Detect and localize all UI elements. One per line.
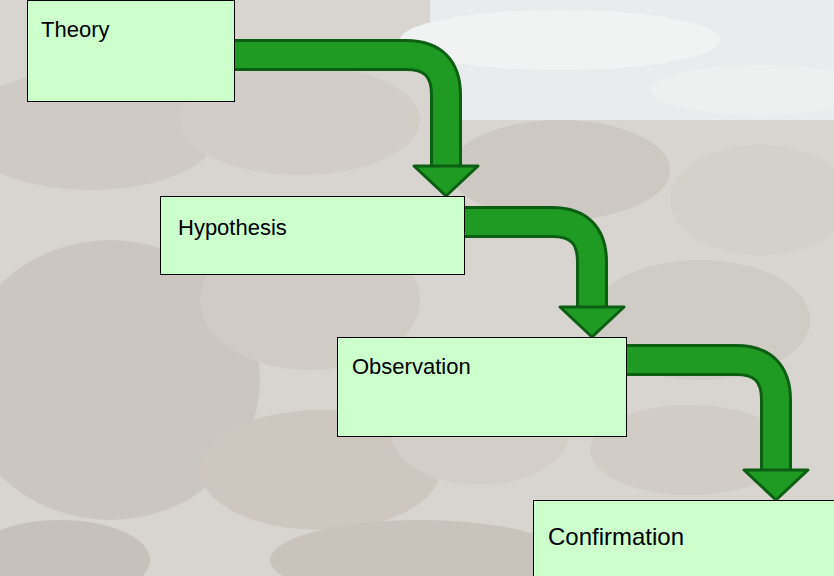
box-label: Confirmation [548,523,684,552]
process-box: Hypothesis [160,196,465,275]
flow-arrow [235,55,478,196]
process-box: Confirmation [533,500,834,576]
flow-arrow [465,222,624,337]
box-label: Observation [352,354,471,380]
process-box: Observation [337,337,627,437]
flow-arrow [627,360,808,500]
box-label: Hypothesis [178,215,287,241]
process-box: Theory [27,0,235,102]
box-label: Theory [41,17,109,43]
